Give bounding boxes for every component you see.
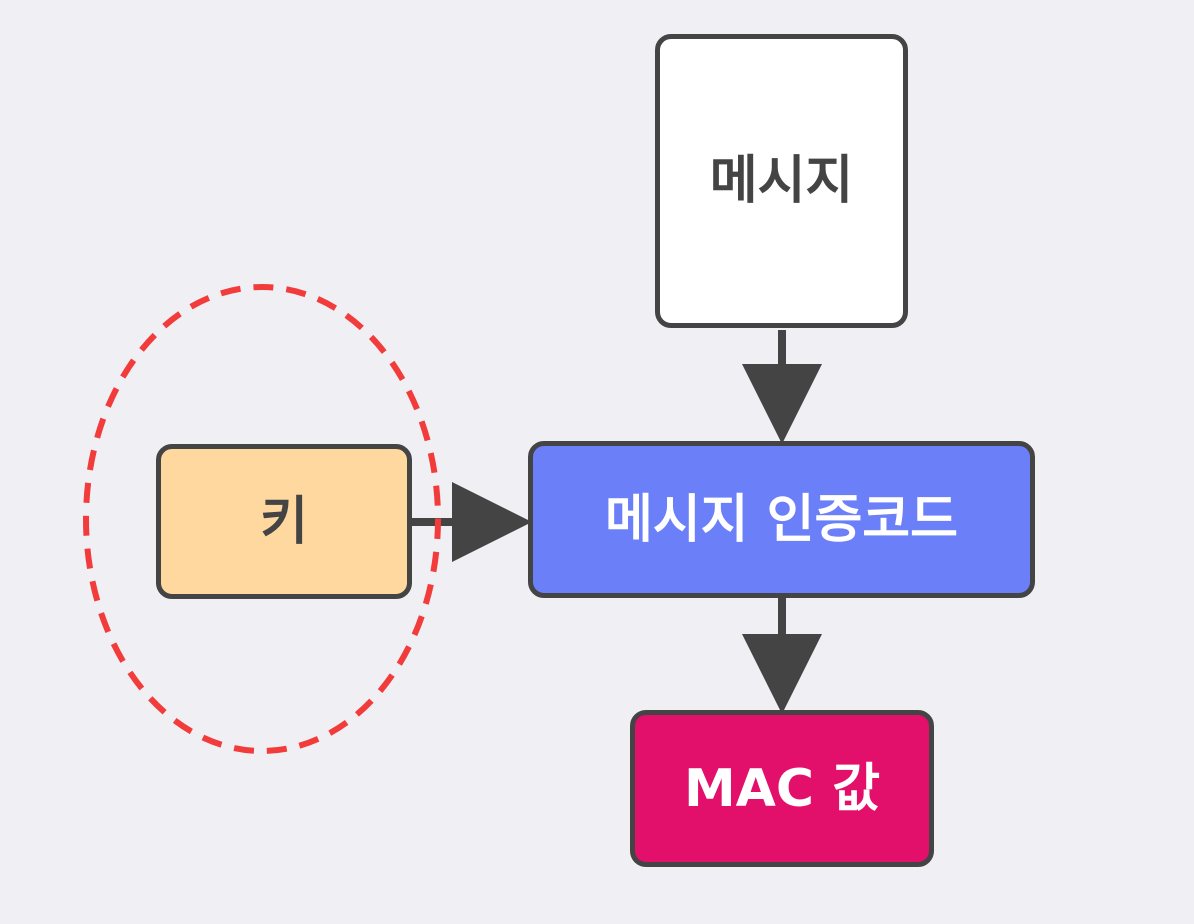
mac-value-label: MAC 값 [683,758,881,819]
message-authentication-code-box: 메시지 인증코드 [528,441,1035,598]
key-label: 키 [260,491,308,552]
key-highlight-ellipse [83,284,441,754]
message-label: 메시지 [709,151,854,211]
key-box: 키 [156,444,412,599]
message-authentication-code-label: 메시지 인증코드 [605,489,958,550]
message-box: 메시지 [655,34,908,328]
mac-value-box: MAC 값 [630,710,934,867]
